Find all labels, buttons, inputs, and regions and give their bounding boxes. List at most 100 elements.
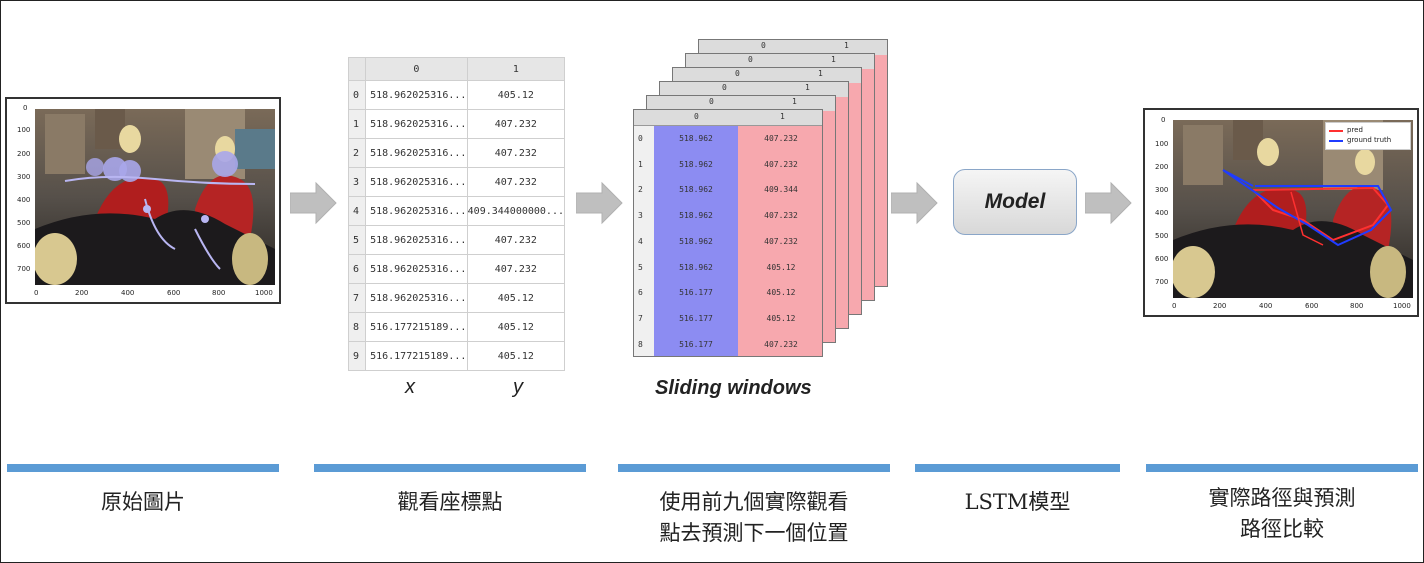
y-cell: 405.12: [738, 280, 822, 307]
y-cell: 407.232: [738, 228, 822, 255]
column-header: 1: [466, 57, 566, 81]
arrow-right-icon: [290, 181, 337, 225]
y-tick: 300: [1155, 186, 1169, 194]
caption-lstm-model: LSTM模型: [964, 490, 1071, 514]
x-tick: 800: [1350, 302, 1364, 310]
y-cell: 405.12: [738, 305, 822, 332]
row-index: 3: [347, 167, 367, 197]
window-col-header: 1: [805, 83, 810, 92]
parade-photo-graphic: [35, 109, 275, 285]
y-cell: 405.12: [466, 312, 566, 342]
y-cell: 407.232: [466, 109, 566, 139]
y-cell: 407.232: [466, 167, 566, 197]
x-tick: 200: [1213, 302, 1227, 310]
x-cell: 518.962025316...: [365, 283, 468, 313]
caption-original-image: 原始圖片: [101, 490, 185, 514]
x-cell: 518.962025316...: [365, 138, 468, 168]
y-tick: 100: [1155, 140, 1169, 148]
x-tick: 800: [212, 289, 226, 297]
section-bar: [1146, 464, 1418, 472]
row-index: 5: [347, 225, 367, 255]
y-tick: 0: [1161, 116, 1166, 124]
model-label: Model: [984, 190, 1046, 213]
y-cell: 407.232: [738, 151, 822, 178]
row-index: 6: [634, 280, 654, 307]
row-index: 8: [634, 331, 654, 356]
model-box: Model: [953, 169, 1077, 235]
row-index: 1: [634, 151, 654, 178]
row-index: 5: [634, 254, 654, 281]
y-cell: 405.12: [738, 254, 822, 281]
original-photo: [35, 109, 275, 285]
y-cell: 407.232: [738, 331, 822, 356]
x-cell: 516.177: [654, 305, 738, 332]
y-cell: 405.12: [466, 341, 566, 371]
y-tick: 100: [17, 126, 31, 134]
y-cell: 407.232: [466, 138, 566, 168]
row-index: 4: [347, 196, 367, 226]
x-tick: 1000: [255, 289, 273, 297]
y-tick: 600: [1155, 255, 1169, 263]
caption-sliding-window: 使用前九個實際觀看 點去預測下一個位置: [659, 490, 849, 545]
legend-item: pred: [1329, 126, 1409, 135]
y-tick: 600: [17, 242, 31, 250]
section-bar: [618, 464, 890, 472]
legend-label: pred: [1347, 126, 1363, 134]
window-col-header: 1: [792, 97, 797, 106]
x-cell: 516.177215189...: [365, 312, 468, 342]
window-col-header: 0: [722, 83, 727, 92]
x-tick: 600: [1305, 302, 1319, 310]
x-tick: 0: [1172, 302, 1177, 310]
x-cell: 518.962025316...: [365, 225, 468, 255]
row-index: 7: [347, 283, 367, 313]
x-cell: 518.962025316...: [365, 80, 468, 110]
y-cell: 409.344000000...: [466, 196, 566, 226]
window-col-header: 1: [780, 112, 785, 121]
x-cell: 518.962: [654, 151, 738, 178]
row-index: 0: [347, 80, 367, 110]
y-tick: 400: [1155, 209, 1169, 217]
y-tick: 700: [1155, 278, 1169, 286]
row-index: 4: [634, 228, 654, 255]
x-tick: 600: [167, 289, 181, 297]
row-index: 3: [634, 203, 654, 230]
y-cell: 407.232: [466, 225, 566, 255]
table-header-row: 0 1: [347, 57, 566, 81]
x-cell: 518.962: [654, 228, 738, 255]
caption-path-comparison: 實際路徑與預測 路徑比較: [1208, 486, 1356, 541]
y-tick: 700: [17, 265, 31, 273]
row-index: 1: [347, 109, 367, 139]
x-cell: 518.962025316...: [365, 109, 468, 139]
parade-photo-graphic: [1173, 120, 1413, 298]
window-col-header: 1: [831, 55, 836, 64]
window-col-header: 0: [761, 41, 766, 50]
row-index: 2: [347, 138, 367, 168]
x-tick: 1000: [1393, 302, 1411, 310]
section-bar: [915, 464, 1120, 472]
caption-observed-points: 觀看座標點: [397, 490, 503, 514]
window-col-header: 1: [818, 69, 823, 78]
x-cell: 518.962025316...: [365, 196, 468, 226]
arrow-right-icon: [576, 181, 623, 225]
x-tick: 400: [1259, 302, 1273, 310]
y-cell: 407.232: [466, 254, 566, 284]
x-cell: 518.962: [654, 203, 738, 230]
arrow-right-icon: [891, 181, 938, 225]
